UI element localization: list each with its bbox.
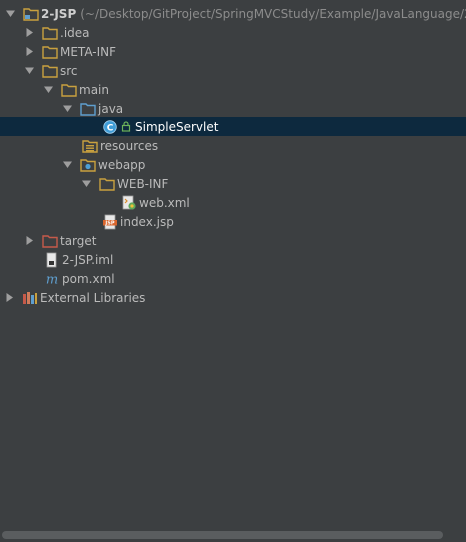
tree-row-webapp[interactable]: webapp [0,155,466,174]
collapsed-arrow-icon[interactable] [25,28,34,37]
tree-row-src[interactable]: src [0,61,466,80]
folder-icon [42,63,58,79]
expand-arrow-icon[interactable] [82,179,91,188]
maven-icon: m [44,271,60,287]
folder-icon [42,44,58,60]
java-class-icon: C [102,119,118,135]
web-xml-file-icon [121,195,137,211]
tree-row-external-libraries[interactable]: External Libraries [0,288,466,307]
tree-row-idea[interactable]: .idea [0,23,466,42]
expand-arrow-icon[interactable] [63,104,72,113]
project-root-path: (~/Desktop/GitProject/SpringMVCStudy/Exa… [80,6,466,21]
tree-row-java[interactable]: java [0,99,466,118]
access-lock-icon [120,119,132,135]
tree-item-label: WEB-INF [117,176,169,191]
project-root-label: 2-JSP [41,6,77,21]
tree-row-pom-xml[interactable]: m pom.xml [0,269,466,288]
tree-item-label: java [98,101,124,116]
tree-item-label: 2-JSP.iml [62,252,114,267]
tree-row-index-jsp[interactable]: JSP index.jsp [0,212,466,231]
expand-arrow-icon[interactable] [25,66,34,75]
tree-row-main[interactable]: main [0,80,466,99]
tree-item-label: resources [100,138,159,153]
tree-item-label: src [60,63,78,78]
folder-icon [61,82,77,98]
libraries-icon [22,290,38,306]
tree-item-label: index.jsp [120,214,174,229]
tree-row-iml[interactable]: 2-JSP.iml [0,250,466,269]
expand-arrow-icon[interactable] [6,9,15,18]
source-folder-icon [80,101,96,117]
svg-text:C: C [107,123,114,133]
tree-row-meta-inf[interactable]: META-INF [0,42,466,61]
tree-item-label: pom.xml [62,271,115,286]
tree-item-label: target [60,233,97,248]
resources-folder-icon [82,138,98,154]
web-folder-icon [80,157,96,173]
jsp-file-icon: JSP [102,214,118,230]
horizontal-scrollbar[interactable] [0,528,466,542]
svg-text:JSP: JSP [104,220,114,226]
iml-file-icon [44,252,60,268]
collapsed-arrow-icon[interactable] [25,47,34,56]
tree-row-web-xml[interactable]: web.xml [0,193,466,212]
collapsed-arrow-icon[interactable] [5,293,14,302]
tree-row-resources[interactable]: resources [0,136,466,155]
tree-item-label: SimpleServlet [135,119,219,134]
tree-row-web-inf[interactable]: WEB-INF [0,174,466,193]
excluded-folder-icon [42,233,58,249]
tree-item-label: web.xml [139,195,190,210]
module-folder-icon [23,6,39,22]
tree-row-simpleservlet[interactable]: C SimpleServlet [0,117,466,136]
tree-row-project-root[interactable]: 2-JSP (~/Desktop/GitProject/SpringMVCStu… [0,4,466,23]
tree-item-label: META-INF [60,44,117,59]
tree-item-label: main [79,82,109,97]
scrollbar-thumb[interactable] [2,531,443,539]
tree-item-label: webapp [98,157,146,172]
folder-icon [99,176,115,192]
tree-row-target[interactable]: target [0,231,466,250]
expand-arrow-icon[interactable] [44,85,53,94]
expand-arrow-icon[interactable] [63,160,72,169]
tree-item-label: .idea [60,25,90,40]
svg-text:m: m [46,272,58,287]
folder-icon [42,25,58,41]
collapsed-arrow-icon[interactable] [25,236,34,245]
tree-item-label: External Libraries [40,290,146,305]
